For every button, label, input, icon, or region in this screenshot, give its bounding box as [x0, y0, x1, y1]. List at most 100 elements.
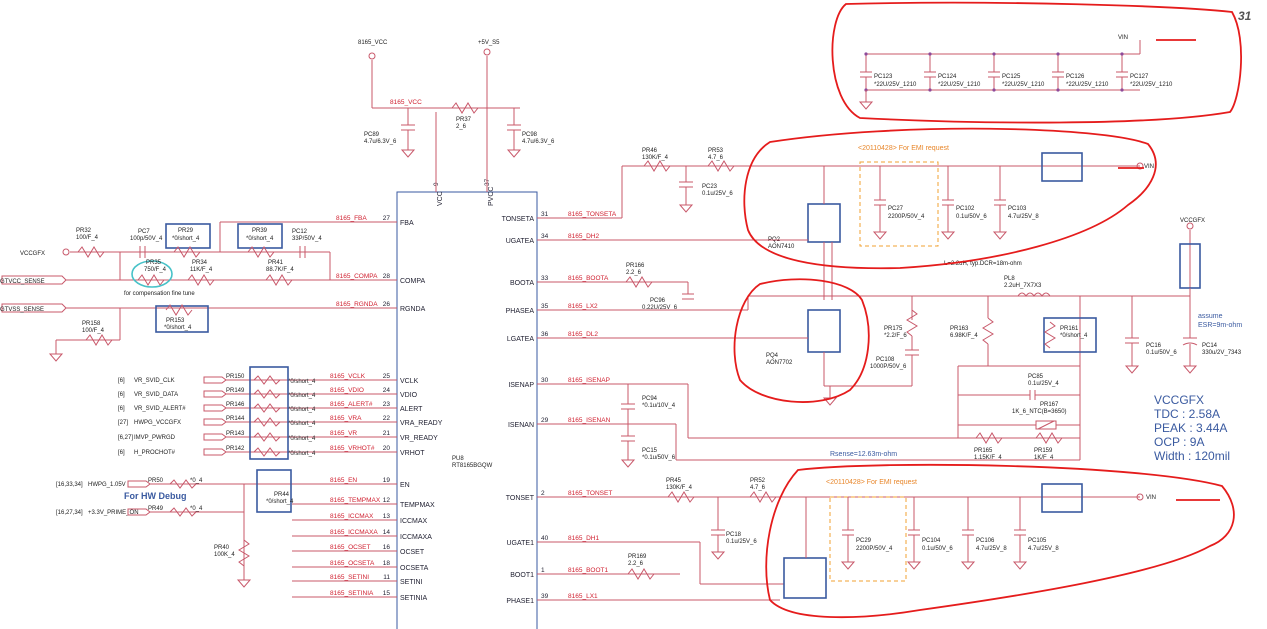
ic-ref: PU8 [452, 456, 464, 462]
ic-right-pin-boota: BOOTA [510, 280, 534, 287]
ic-right-pin-tonseta: TONSETA [502, 216, 535, 223]
supply-5v-s5: +5V_S5 [478, 40, 500, 46]
ic-left-net: 8165_FBA [336, 215, 367, 222]
svid-ref: [6] [118, 378, 125, 384]
pq4-box [807, 309, 841, 353]
svid-ref: [27] [118, 420, 128, 426]
ic-left-pin-num: 28 [383, 273, 391, 280]
emi-note-top: <20110428> For EMI request [858, 145, 949, 152]
ic-left-pin-num: 18 [383, 560, 391, 567]
pr153-ref: PR153 [166, 318, 185, 324]
pc102-val: 0.1u/50V_6 [956, 214, 987, 220]
pc14-ref: PC14 [1202, 343, 1218, 349]
pc27-ref: PC27 [888, 206, 904, 212]
ic-right-pin-num: 40 [541, 535, 549, 542]
pr34-ref: PR34 [192, 260, 208, 266]
pc105-ref: PC105 [1028, 538, 1047, 544]
ic-left-net: 8165_TEMPMAX [330, 497, 381, 504]
pr167-ref: PR167 [1040, 402, 1059, 408]
svid-signal-1: VR_SVID_DATA [134, 392, 178, 398]
ic-right-net: 8165_DH2 [568, 233, 599, 240]
ic-left-pin-vclk: VCLK [400, 378, 419, 385]
pr29-ref: PR29 [178, 228, 194, 234]
pr44-val: *0/short_4 [266, 499, 294, 505]
ic-left-pin-rgnda: RGNDA [400, 306, 426, 313]
vin-mid-label: VIN [1144, 164, 1154, 170]
pc15-val: *0.1u/50V_6 [642, 455, 676, 461]
pr44-ref: PR44 [274, 492, 290, 498]
annotation-circle-bottom [765, 463, 1235, 619]
pc102-ref: PC102 [956, 206, 975, 212]
pc7-ref: PC7 [138, 229, 150, 235]
pc127-val: *22U/25V_1210 [1130, 82, 1173, 88]
ic-left-net: 8165_COMPA [336, 273, 378, 280]
annotation-circle-top [831, 1, 1242, 124]
pc94-val: *0.1u/10V_4 [642, 403, 676, 409]
ic-left-net: 8165_VRA [330, 415, 362, 422]
debug-res-ref: PR49 [148, 506, 164, 512]
ic-right-pin-num: 2 [541, 490, 545, 497]
ic-left-net: 8165_ICCMAX [330, 513, 374, 520]
svid-res-val: *0/short_4 [288, 393, 316, 399]
pr53-ref: PR53 [708, 148, 724, 154]
pr53-val: 4.7_6 [708, 155, 724, 161]
pc23-ref: PC23 [702, 184, 718, 190]
emi-box-bot [829, 496, 907, 582]
svid-ref: [6,27] [118, 435, 133, 441]
pc106-ref: PC106 [976, 538, 995, 544]
pc94-ref: PC94 [642, 396, 658, 402]
ic-right-net: 8165_DL2 [568, 331, 598, 338]
pc104-ref: PC104 [922, 538, 941, 544]
ic-right-net: 8165_DH1 [568, 535, 599, 542]
ic-left-pin-ocseta: OCSETA [400, 565, 429, 572]
ic-left-net: 8165_VRHOT# [330, 445, 375, 452]
esr-note-2: ESR=9m-ohm [1198, 322, 1242, 329]
pc96-ref: PC96 [650, 298, 666, 304]
ic-left-net: 8165_OCSETA [330, 560, 375, 567]
ic-left-pin-num: 25 [383, 373, 391, 380]
svid-signal-2: VR_SVID_ALERT# [134, 406, 186, 412]
pq2-val: AON7410 [768, 244, 795, 250]
ic-left-pin-vra_ready: VRA_READY [400, 420, 443, 427]
pc85-ref: PC85 [1028, 374, 1044, 380]
ic-right-net: 8165_LX2 [568, 303, 598, 310]
pq2-box [807, 203, 841, 243]
ic-left-net: 8165_SETINI [330, 574, 369, 581]
debug-signal-0: HWPG_1.05V [88, 482, 126, 488]
ic-left-pin-ocset: OCSET [400, 549, 425, 556]
pc23-val: 0.1u/25V_6 [702, 191, 733, 197]
ic-right-pin-boot1: BOOT1 [510, 572, 534, 579]
pr37-ref: PR37 [456, 117, 472, 123]
pr158-val: 100/F_4 [82, 328, 105, 334]
svid-res-val: *0/short_4 [288, 379, 316, 385]
ic-left-net: 8165_VDIO [330, 387, 364, 394]
ic-right-pin-ugate1: UGATE1 [507, 540, 535, 547]
debug-ref: [16,33,34] [56, 482, 83, 488]
debug-signal-1: +3.3V_PRIME_ON [88, 510, 139, 516]
ic-part: RT8165BGQW [452, 463, 493, 469]
spec-title: VCCGFX [1154, 393, 1204, 407]
vccgfx-left-label: VCCGFX [20, 251, 45, 257]
ic-left-net: 8165_EN [330, 477, 357, 484]
pr169-val: 2.2_6 [628, 561, 644, 567]
annotation-circle-lower-fet [733, 278, 870, 403]
ic-right-pin-isenan: ISENAN [508, 422, 534, 429]
svid-res-ref: PR142 [226, 446, 245, 452]
pr163-ref: PR163 [950, 326, 969, 332]
pc18-val: 0.1u/25V_6 [726, 539, 757, 545]
pc124-ref: PC124 [938, 74, 957, 80]
pc125-val: *22U/25V_1210 [1002, 82, 1045, 88]
ic-left-net: 8165_VR [330, 430, 357, 437]
pc7-val: 100p/50V_4 [130, 236, 163, 242]
debug-res-ref: PR50 [148, 478, 164, 484]
pr175-val: *2.2/F_6 [884, 333, 907, 339]
ic-left-pin-alert: ALERT [400, 406, 423, 413]
svid-signal-0: VR_SVID_CLK [134, 378, 175, 384]
pc108-ref: PC108 [876, 357, 895, 363]
pc89-ref: PC89 [364, 132, 380, 138]
ic-left-pin-fba: FBA [400, 220, 414, 227]
svid-res-val: *0/short_4 [288, 451, 316, 457]
ic-pin-vcc: VCC [437, 191, 444, 206]
svid-ref: [6] [118, 450, 125, 456]
